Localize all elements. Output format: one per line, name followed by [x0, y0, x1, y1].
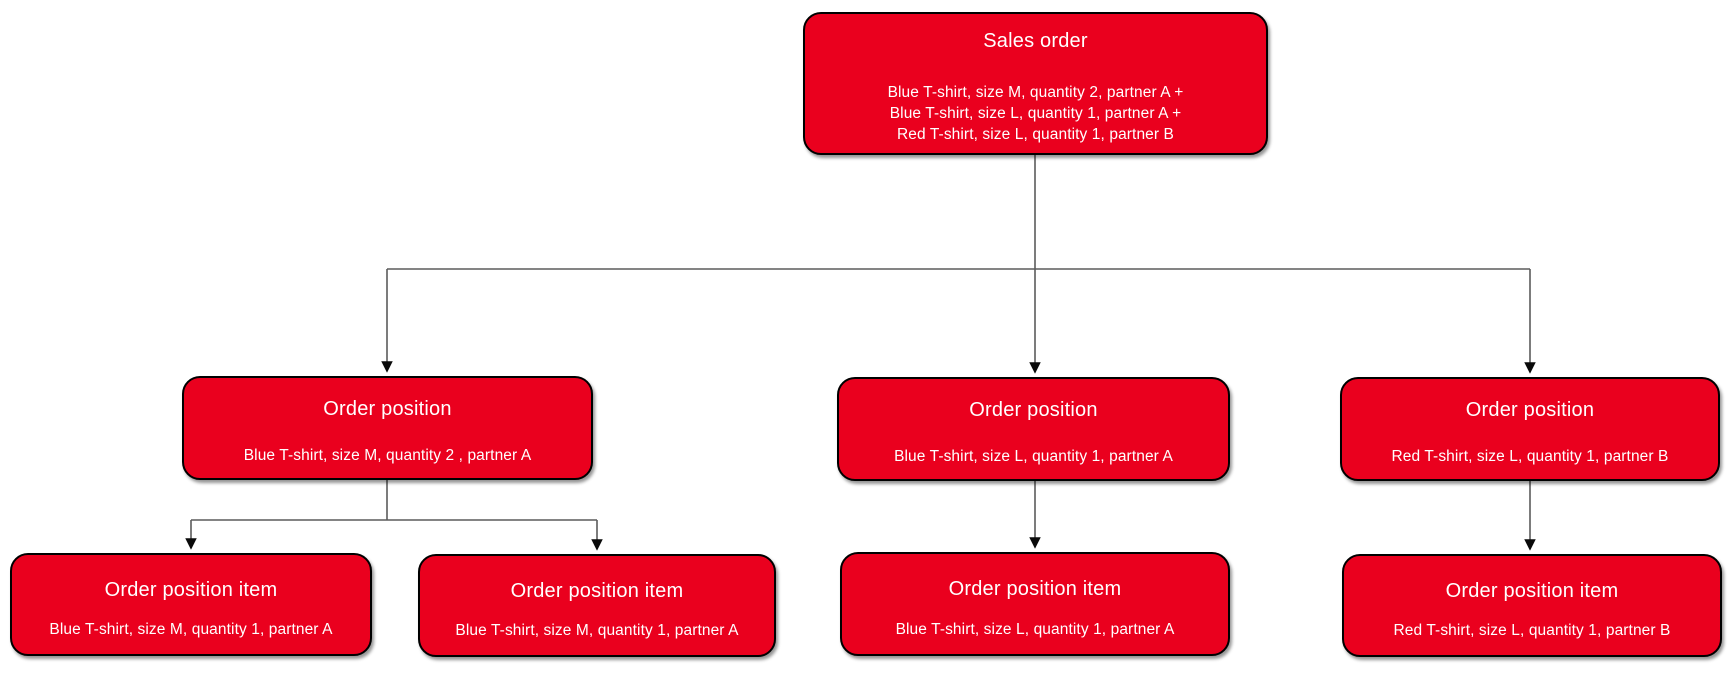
node-body-line: Blue T-shirt, size M, quantity 2, partne…: [887, 84, 1184, 101]
node-body: Blue T-shirt, size M, quantity 2 , partn…: [244, 445, 532, 478]
node-title: Order position item: [510, 580, 684, 602]
node-body: Blue T-shirt, size M, quantity 1, partne…: [49, 619, 332, 654]
node-body-line: Blue T-shirt, size M, quantity 1, partne…: [49, 621, 333, 638]
order-position-2-node[interactable]: Order position Blue T-shirt, size L, qua…: [837, 377, 1230, 481]
node-body-line: Blue T-shirt, size M, quantity 2 , partn…: [243, 447, 532, 464]
node-title: Order position: [969, 399, 1098, 421]
sales-order-node[interactable]: Sales order Blue T-shirt, size M, quanti…: [803, 12, 1268, 155]
node-title: Order position: [323, 398, 452, 420]
node-title: Order position item: [1445, 580, 1619, 602]
node-body: Red T-shirt, size L, quantity 1, partner…: [1391, 446, 1668, 479]
node-title: Sales order: [983, 30, 1088, 52]
node-title: Order position: [1465, 399, 1595, 421]
order-position-item-3-node[interactable]: Order position item Blue T-shirt, size L…: [840, 552, 1230, 656]
node-body: Blue T-shirt, size L, quantity 1, partne…: [896, 619, 1175, 654]
node-body-line: Red T-shirt, size L, quantity 1, partner…: [896, 126, 1175, 143]
order-position-1-node[interactable]: Order position Blue T-shirt, size M, qua…: [182, 376, 593, 480]
order-position-3-node[interactable]: Order position Red T-shirt, size L, quan…: [1340, 377, 1720, 481]
node-body-line: Blue T-shirt, size L, quantity 1, partne…: [889, 105, 1182, 122]
node-title: Order position item: [104, 579, 278, 601]
node-body-line: Red T-shirt, size L, quantity 1, partner…: [1391, 448, 1669, 465]
node-body-line: Blue T-shirt, size M, quantity 1, partne…: [455, 622, 739, 639]
node-body-line: Blue T-shirt, size L, quantity 1, partne…: [895, 621, 1175, 638]
order-position-item-1-node[interactable]: Order position item Blue T-shirt, size M…: [10, 553, 372, 656]
node-body-line: Blue T-shirt, size L, quantity 1, partne…: [894, 448, 1173, 465]
order-position-item-4-node[interactable]: Order position item Red T-shirt, size L,…: [1342, 554, 1722, 657]
node-body: Blue T-shirt, size L, quantity 1, partne…: [894, 446, 1173, 479]
node-body: Blue T-shirt, size M, quantity 2, partne…: [888, 82, 1184, 153]
node-body-line: Red T-shirt, size L, quantity 1, partner…: [1393, 622, 1671, 639]
node-body: Red T-shirt, size L, quantity 1, partner…: [1393, 620, 1670, 655]
order-position-item-2-node[interactable]: Order position item Blue T-shirt, size M…: [418, 554, 776, 657]
node-title: Order position item: [948, 578, 1122, 600]
node-body: Blue T-shirt, size M, quantity 1, partne…: [455, 620, 738, 655]
